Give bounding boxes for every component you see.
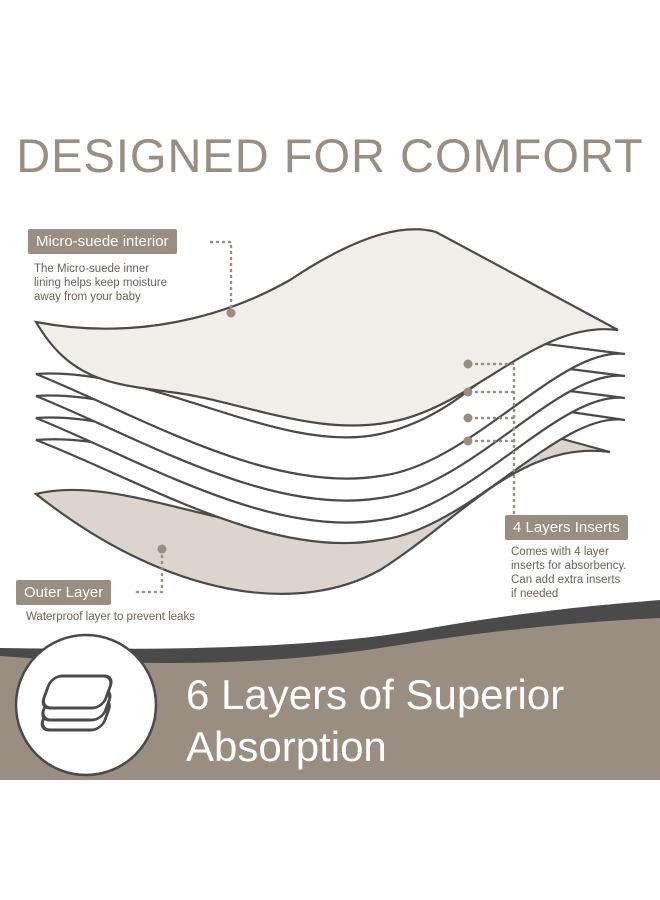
- insert-marker-2: [463, 387, 473, 397]
- micro-suede-description: The Micro-suede inner lining helps keep …: [34, 263, 167, 303]
- banner-headline-line2: Absorption: [186, 723, 387, 770]
- inserts-description: Comes with 4 layer inserts for absorbenc…: [511, 546, 627, 600]
- insert-marker-1: [463, 359, 473, 369]
- banner-headline-line1: 6 Layers of Superior: [186, 671, 565, 718]
- inserts-label: 4 Layers Inserts: [505, 515, 628, 540]
- banner-dark-stripe: [0, 600, 660, 667]
- insert-marker-4: [463, 436, 473, 446]
- outer-layer-description: Waterproof layer to prevent leaks: [26, 611, 195, 623]
- micro-suede-layer: [33, 228, 619, 427]
- micro-suede-marker: [226, 308, 236, 318]
- insert-layer-1: [35, 340, 626, 480]
- stacked-layers-icon: [14, 633, 158, 777]
- page-title: DESIGNED FOR COMFORT: [16, 129, 644, 182]
- banner-background: [0, 618, 660, 780]
- micro-suede-label: Micro-suede interior: [28, 229, 177, 254]
- outer-layer-label: Outer Layer: [16, 580, 112, 605]
- outer-layer-marker: [157, 544, 167, 554]
- insert-marker-3: [463, 413, 473, 423]
